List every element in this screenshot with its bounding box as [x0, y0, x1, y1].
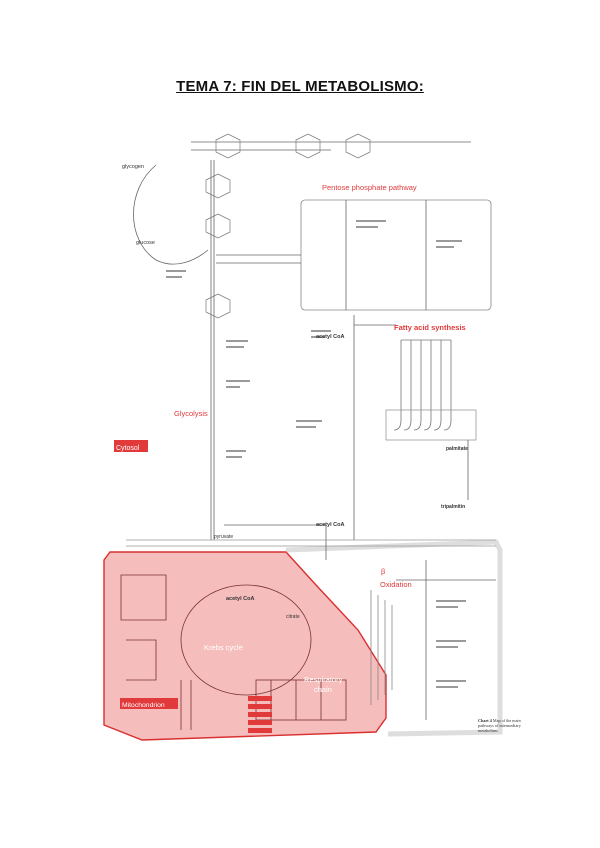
- glycogen-label: glycogen: [122, 164, 144, 170]
- respiratory-label-2: chain: [314, 685, 332, 694]
- fatty-acid-synthesis-label: Fatty acid synthesis: [394, 323, 466, 332]
- page-title: TEMA 7: FIN DEL METABOLISMO:: [176, 78, 424, 95]
- metabolic-map-figure: Pentose phosphate pathway Fatty acid syn…: [96, 120, 506, 752]
- acetyl-coa-label-3: acetyl CoA: [226, 596, 254, 602]
- respiratory-label-1: Respiratory: [304, 675, 343, 684]
- palmitate-label: palmitate: [446, 446, 468, 452]
- cytosol-label: Cytosol: [116, 445, 140, 452]
- tripalmitin-label: tripalmitin: [441, 504, 465, 510]
- cytosol-tag: [114, 440, 148, 452]
- metabolic-map: Pentose phosphate pathway Fatty acid syn…: [96, 120, 506, 752]
- acetyl-coa-label-2: acetyl CoA: [316, 522, 344, 528]
- pyruvate-label: pyruvate: [214, 534, 233, 540]
- acetyl-coa-label-1: acetyl CoA: [316, 334, 344, 340]
- figure-caption: Chart 4 Map of the main pathways of inte…: [478, 718, 528, 733]
- mitochondrion-tag: [120, 698, 178, 709]
- caption-prefix: Chart 4: [478, 718, 492, 723]
- citrate-label: citrate: [286, 614, 300, 620]
- caption-text: Map of the main pathways of intermediary…: [478, 718, 521, 733]
- glycolysis-label: Glycolysis: [174, 409, 208, 418]
- mitochondrion-label: Mitochondrion: [122, 702, 165, 709]
- mitochondrion-region: [103, 551, 387, 741]
- krebs-cycle-label: Krebs cycle: [204, 643, 243, 652]
- pentose-phosphate-label: Pentose phosphate pathway: [322, 183, 417, 192]
- beta-label: β: [381, 567, 386, 576]
- oxidation-label: Oxidation: [380, 580, 412, 589]
- mito-red-tags: [248, 696, 272, 733]
- glucose-label: glucose: [136, 240, 155, 246]
